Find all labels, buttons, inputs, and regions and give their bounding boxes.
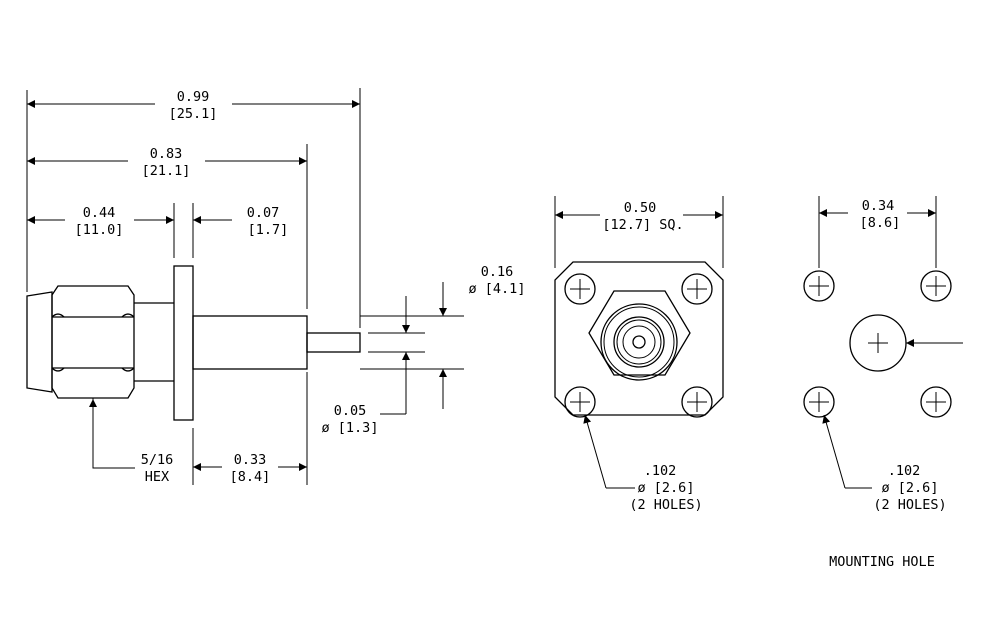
side-view: 0.99 [25.1] 0.83 [21.1] 0.44 [11.0] 0.07… xyxy=(26,88,526,485)
dim-flange-size: 0.50 [12.7] SQ. xyxy=(555,200,723,233)
mounting-hole-icon xyxy=(803,270,835,302)
hole-callout-mounting-count: (2 HOLES) xyxy=(873,497,946,513)
dim-pin-diameter-small-metric: ø [1.3] xyxy=(322,420,379,436)
mounting-hole-icon xyxy=(920,386,952,418)
dim-hole-spacing: 0.34 [8.6] xyxy=(819,198,936,231)
dim-overall-length: 0.99 [25.1] xyxy=(27,89,360,122)
hex-leader xyxy=(92,398,135,469)
dim-flange-size-value: 0.50 xyxy=(624,200,657,216)
dim-body-length-metric: [21.1] xyxy=(142,163,191,179)
dim-flange-thickness-metric: [1.7] xyxy=(248,222,289,238)
hex-label: 5/16 HEX xyxy=(141,452,174,485)
hex-size-label: 5/16 xyxy=(141,452,174,468)
dim-hex-length-metric: [11.0] xyxy=(75,222,124,238)
hex-nut-icon xyxy=(588,290,691,381)
dim-overall-length-value: 0.99 xyxy=(177,89,210,105)
hole-callout-mounting-metric: ø [2.6] xyxy=(882,480,939,496)
mounting-hole-icon xyxy=(920,270,952,302)
extension-lines xyxy=(26,88,361,485)
hex-type-label: HEX xyxy=(145,469,169,485)
mounting-hole-icon xyxy=(564,386,596,418)
dim-hole-spacing-metric: [8.6] xyxy=(860,215,901,231)
dim-rear-length-metric: [8.4] xyxy=(230,469,271,485)
diameter-leaders xyxy=(360,282,464,415)
dim-rear-length: 0.33 [8.4] xyxy=(193,452,307,485)
dim-pin-diameter-small: 0.05 ø [1.3] xyxy=(322,403,379,436)
mounting-hole-icon xyxy=(681,273,713,305)
mounting-hole-icon xyxy=(803,386,835,418)
dim-body-length-value: 0.83 xyxy=(150,146,183,162)
hole-callout-front-value: .102 xyxy=(644,463,677,479)
mounting-view: 0.34 [8.6] .102 ø [2.6] (2 HOLES) MOUNTI… xyxy=(803,196,963,570)
hole-callout-mounting: .102 ø [2.6] (2 HOLES) xyxy=(822,414,947,513)
dim-hex-length-value: 0.44 xyxy=(83,205,116,221)
hole-callout-front: .102 ø [2.6] (2 HOLES) xyxy=(583,414,703,513)
front-view: 0.50 [12.7] SQ. .102 ø [2.6] (2 HOLES) xyxy=(554,196,724,513)
center-hole-icon xyxy=(849,314,907,372)
dim-body-length: 0.83 [21.1] xyxy=(27,146,307,179)
dim-flange-size-metric: [12.7] SQ. xyxy=(602,217,683,233)
dim-pin-diameter-small-value: 0.05 xyxy=(334,403,367,419)
dim-rear-length-value: 0.33 xyxy=(234,452,267,468)
dim-overall-length-metric: [25.1] xyxy=(169,106,218,122)
dim-pin-diameter-large-metric: ø [4.1] xyxy=(469,281,526,297)
dim-pin-diameter-large-value: 0.16 xyxy=(481,264,514,280)
dim-hole-spacing-value: 0.34 xyxy=(862,198,895,214)
hole-callout-mounting-value: .102 xyxy=(888,463,921,479)
hole-callout-front-count: (2 HOLES) xyxy=(629,497,702,513)
dim-flange-thickness-value: 0.07 xyxy=(247,205,280,221)
dim-pin-diameter-large: 0.16 ø [4.1] xyxy=(469,264,526,297)
mounting-view-title: MOUNTING HOLE xyxy=(829,554,935,570)
mounting-hole-icon xyxy=(681,386,713,418)
dim-hex-length: 0.44 [11.0] xyxy=(27,205,174,238)
hole-callout-front-metric: ø [2.6] xyxy=(638,480,695,496)
connector-body xyxy=(26,265,361,421)
dim-flange-thickness: 0.07 [1.7] xyxy=(193,205,288,238)
mounting-hole-icon xyxy=(564,273,596,305)
